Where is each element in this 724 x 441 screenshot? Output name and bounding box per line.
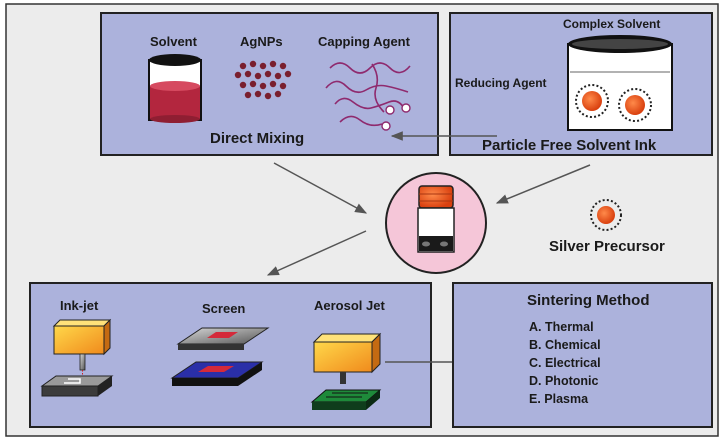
complex-solvent-beaker-icon — [567, 35, 673, 131]
ink-vial-icon — [385, 172, 487, 274]
direct-mixing-title: Direct Mixing — [210, 130, 304, 147]
sintering-method-d: D. Photonic — [529, 374, 598, 388]
complex-solvent-label: Complex Solvent — [563, 17, 660, 31]
sintering-method-e: E. Plasma — [529, 392, 589, 406]
inkjet-printer-icon — [40, 318, 114, 397]
sintering-method-b: B. Chemical — [529, 338, 601, 352]
capping-agent-label: Capping Agent — [318, 34, 411, 49]
screen-printing-icon — [170, 327, 270, 386]
capping-agent-heads — [381, 103, 411, 131]
silver-complex-particle-icon — [575, 84, 652, 122]
sintering-method-panel: Sintering Method A. Thermal B. Chemical … — [452, 282, 713, 428]
silver-precursor-label: Silver Precursor — [549, 238, 665, 255]
arrow-ink-to-printing — [266, 230, 367, 276]
solvent-beaker-icon — [148, 54, 202, 123]
sintering-method-c: C. Electrical — [529, 356, 601, 370]
inkjet-label: Ink-jet — [60, 298, 99, 313]
agnps-icon — [234, 60, 292, 100]
printing-methods-panel: Ink-jet Screen Aerosol Jet — [29, 282, 432, 428]
reducing-agent-label: Reducing Agent — [455, 76, 547, 90]
aerosol-jet-label: Aerosol Jet — [314, 298, 385, 313]
particle-free-title: Particle Free Solvent Ink — [482, 137, 657, 154]
agnps-label: AgNPs — [240, 34, 283, 49]
arrow-particle-free-to-ink — [495, 164, 591, 204]
capping-agent-icon — [325, 62, 411, 127]
sintering-method-a: A. Thermal — [529, 320, 594, 334]
solvent-label: Solvent — [150, 34, 198, 49]
particle-free-panel: Complex Solvent Reducing Agent Particle … — [449, 12, 713, 156]
aerosol-jet-printer-icon — [310, 332, 382, 410]
arrow-mixing-to-ink — [273, 162, 368, 214]
screen-label: Screen — [202, 301, 245, 316]
silver-precursor-icon — [590, 199, 622, 231]
sintering-method-title: Sintering Method — [527, 292, 650, 309]
direct-mixing-panel: Solvent AgNPs Capping Agent Direct Mixin… — [100, 12, 439, 156]
